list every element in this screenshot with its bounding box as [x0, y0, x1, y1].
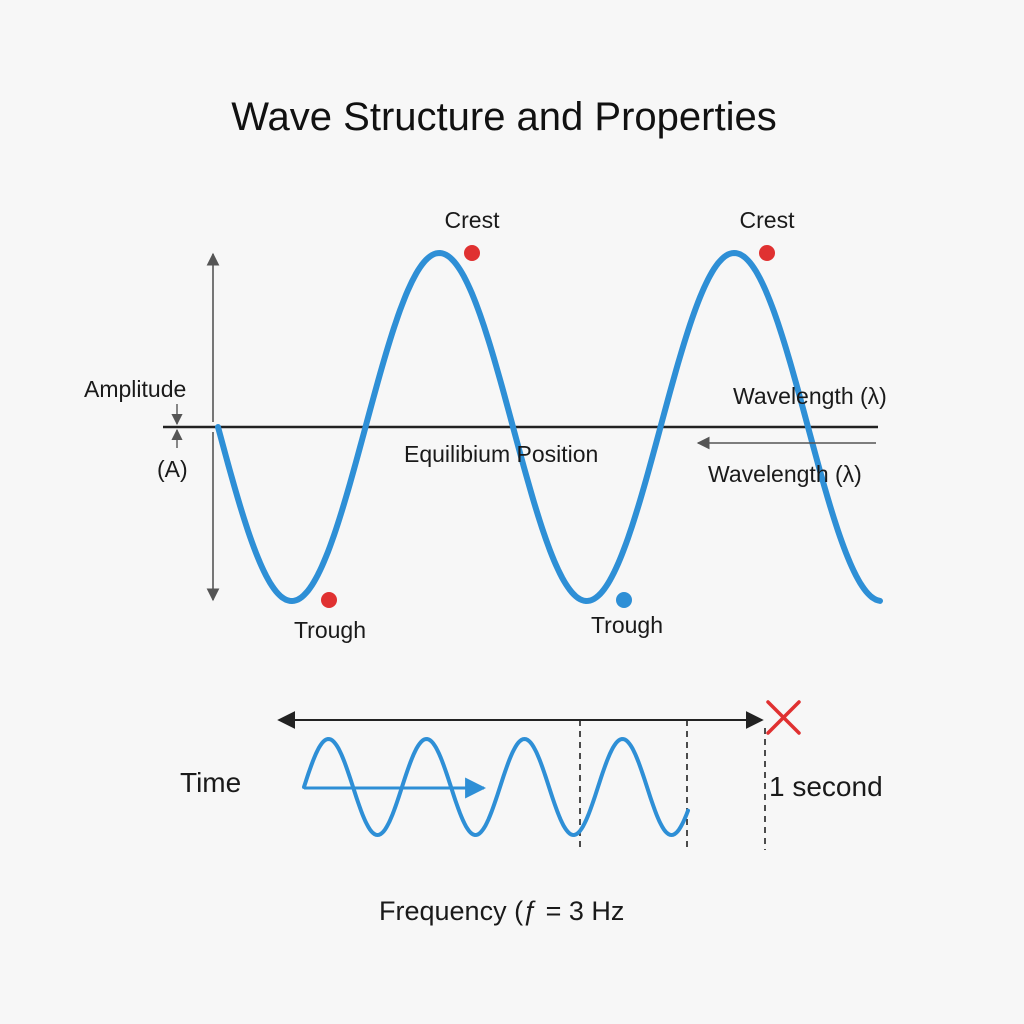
time-label: Time: [180, 767, 241, 798]
crest-label: Crest: [445, 207, 501, 233]
frequency-label: Frequency (ƒ = 3 Hz: [379, 896, 624, 926]
one-second-label: 1 second: [769, 771, 883, 802]
wavelength-label-upper: Wavelength (λ): [733, 383, 887, 409]
amplitude-symbol-label: (A): [157, 456, 188, 482]
equilibrium-label: Equilibium Position: [404, 441, 598, 467]
amplitude-label: Amplitude: [84, 376, 186, 402]
red-cross-icon: [766, 700, 801, 735]
main-wave-curve: [215, 249, 883, 605]
crest-label: Crest: [740, 207, 796, 233]
trough-marker: [616, 592, 632, 608]
wavelength-label-lower: Wavelength (λ): [708, 461, 862, 487]
crest-marker: [464, 245, 480, 261]
trough-label: Trough: [294, 617, 366, 643]
trough-label: Trough: [591, 612, 663, 638]
trough-marker: [321, 592, 337, 608]
crest-marker: [759, 245, 775, 261]
page-title: Wave Structure and Properties: [231, 95, 776, 139]
time-wave-curve: [302, 736, 690, 838]
